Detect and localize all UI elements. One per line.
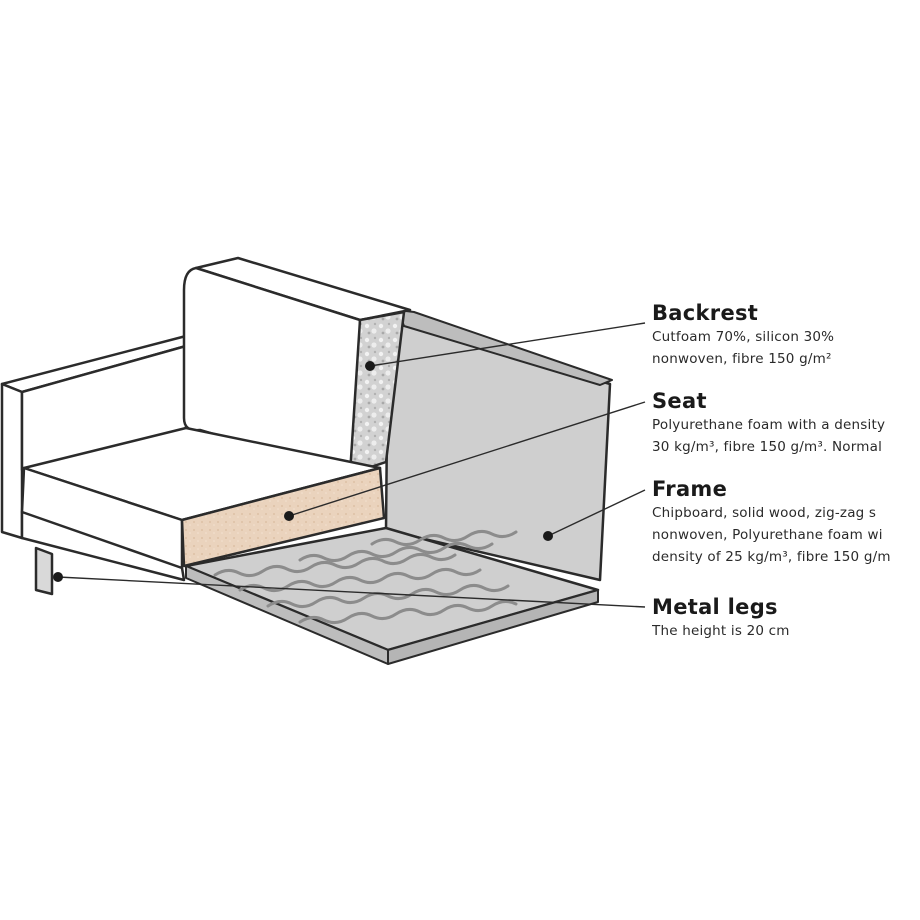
leader-legs	[53, 572, 646, 608]
callout-frame-line-2: nonwoven, Polyurethane foam wi	[652, 527, 883, 543]
callout-backrest-line-2: nonwoven, fibre 150 g/m²	[652, 351, 832, 367]
callout-frame: Frame Chipboard, solid wood, zig-zag s n…	[652, 476, 920, 568]
seat-cushion	[20, 426, 386, 570]
front-rail	[20, 510, 186, 582]
callout-backrest: Backrest Cutfoam 70%, silicon 30% nonwov…	[652, 300, 920, 370]
zigzag-spring-2	[238, 567, 482, 593]
callout-seat-line-2: 30 kg/m³, fibre 150 g/m³. Normal	[652, 439, 883, 455]
zigzag-spring-4	[298, 599, 518, 625]
zigzag-spring-3	[266, 583, 510, 609]
zigzag-spring-1	[213, 552, 457, 578]
leader-backrest	[365, 322, 646, 371]
seat-foam-section	[180, 466, 386, 568]
leader-frame	[543, 489, 646, 541]
frame-base	[184, 526, 600, 665]
backrest-cushion	[182, 256, 412, 476]
callout-backrest-title: Backrest	[652, 301, 759, 325]
marker-seat	[284, 511, 294, 521]
callout-frame-line-3: density of 25 kg/m³, fibre 150 g/m	[652, 549, 891, 565]
callout-legs-line-1: The height is 20 cm	[652, 623, 790, 639]
marker-backrest	[365, 361, 375, 371]
callout-seat: Seat Polyurethane foam with a density 30…	[652, 388, 920, 458]
callout-seat-line-1: Polyurethane foam with a density	[652, 417, 886, 433]
marker-legs	[53, 572, 63, 582]
metal-leg	[34, 546, 54, 596]
callout-seat-title: Seat	[652, 389, 707, 413]
callout-legs-title: Metal legs	[652, 595, 778, 619]
callout-backrest-line-1: Cutfoam 70%, silicon 30%	[652, 329, 835, 345]
marker-frame	[543, 531, 553, 541]
callout-legs: Metal legs The height is 20 cm	[652, 594, 920, 642]
backrest-foam-section	[348, 310, 406, 476]
zigzag-spring-5	[298, 541, 494, 563]
callout-frame-title: Frame	[652, 477, 728, 501]
leader-seat	[284, 401, 646, 521]
callout-frame-line-1: Chipboard, solid wood, zig-zag s	[652, 505, 877, 521]
zigzag-spring-6	[370, 529, 518, 547]
